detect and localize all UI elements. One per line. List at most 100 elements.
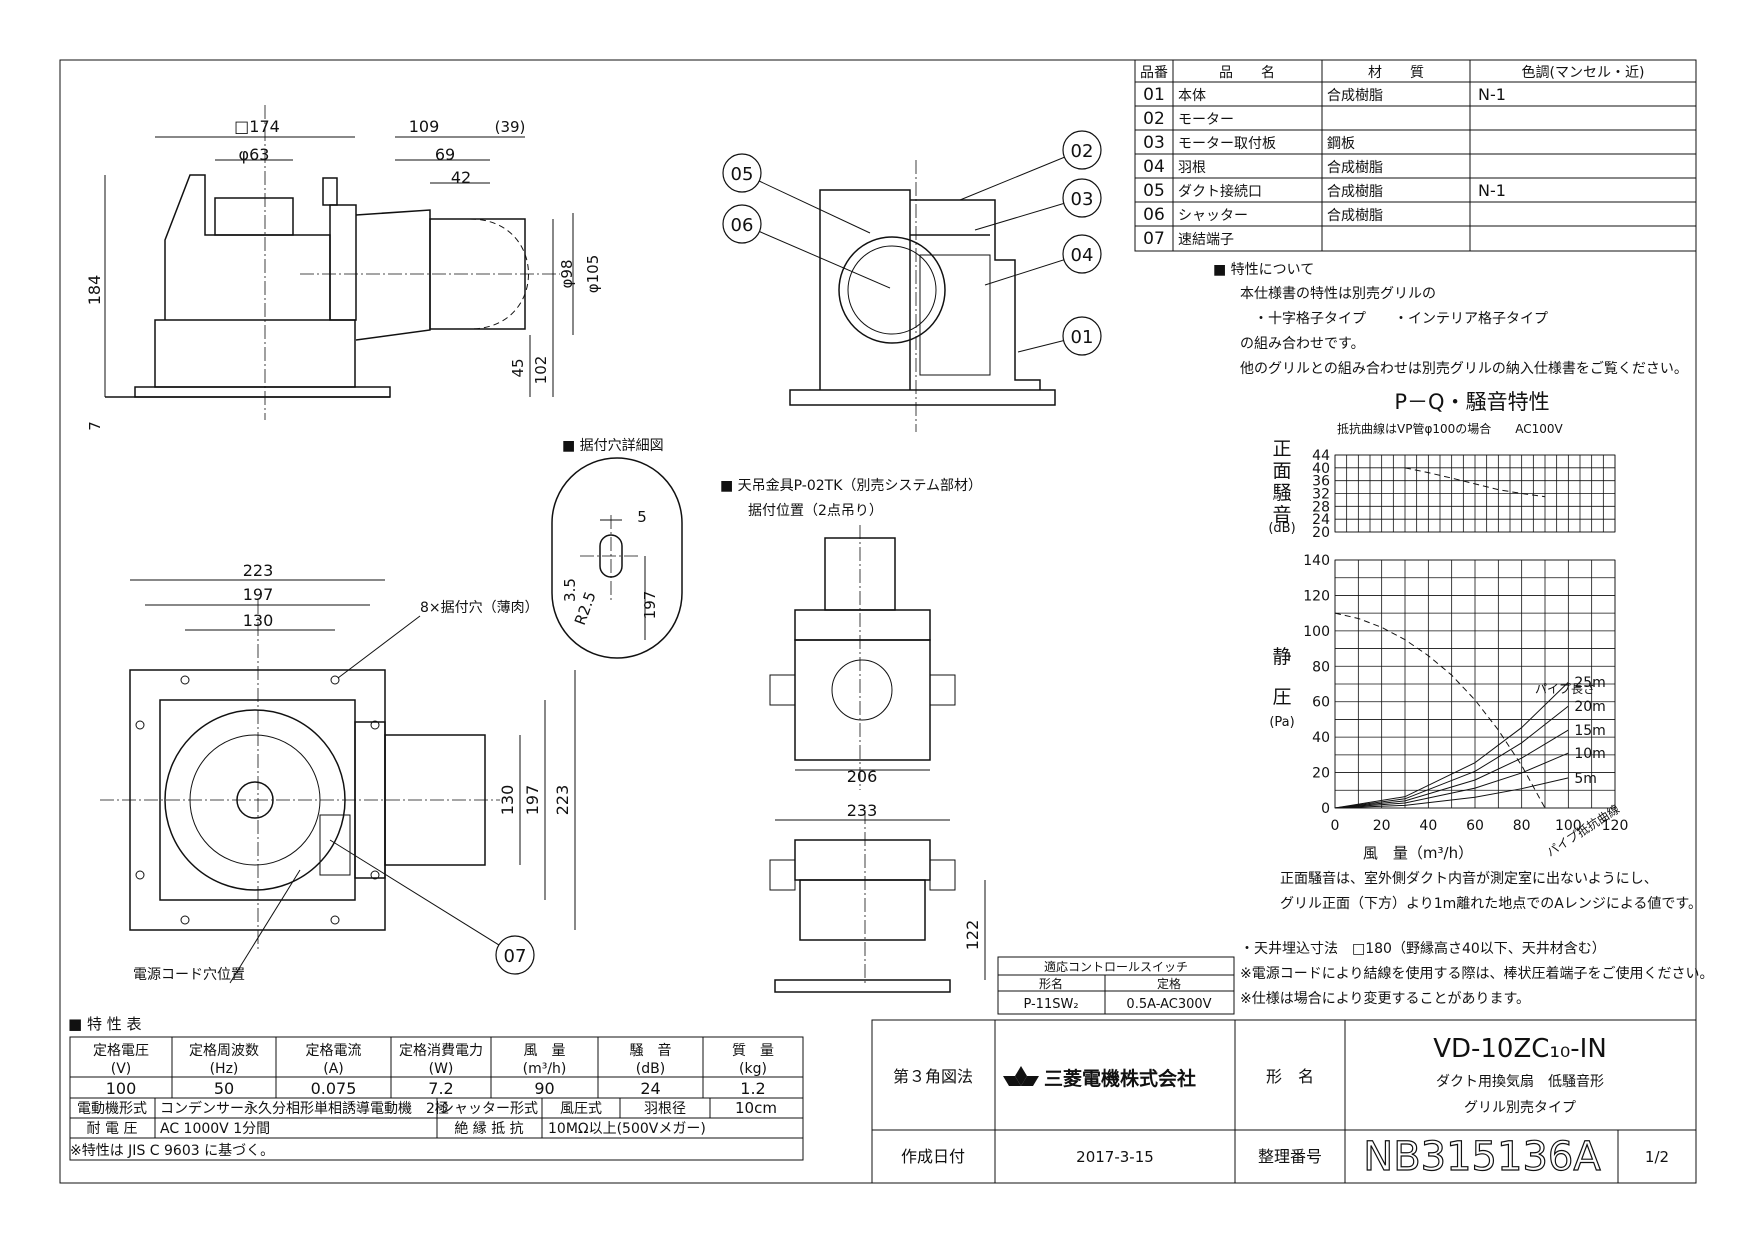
pq-noise-chart: P－Q・騒音特性 抵抗曲線はVP管φ100の場合 AC100V 20242832… <box>1268 390 1628 862</box>
dim-label: φ105 <box>584 255 602 294</box>
parts-row-no: 04 <box>1143 157 1165 177</box>
dim-label: 102 <box>532 356 550 385</box>
parts-row-no: 01 <box>1143 85 1165 105</box>
parts-row-name: モーター取付板 <box>1178 136 1276 152</box>
sheet-frame <box>59 59 1697 1184</box>
callout-label: 05 <box>731 164 754 185</box>
chart-notes: 正面騒音は、室外側ダクト内音が測定室に出ないようにし、 グリル正面（下方）より1… <box>1280 870 1702 912</box>
pq-x-tick: 40 <box>1419 818 1437 834</box>
switch-model: P-11SW₂ <box>1023 997 1078 1012</box>
noise-y-tick: 32 <box>1312 487 1330 503</box>
callout-circle <box>722 153 762 193</box>
date: 2017-3-15 <box>1076 1148 1154 1166</box>
parts-row-color: N-1 <box>1478 85 1506 104</box>
noise-ylabel-char: 騒 <box>1272 482 1291 504</box>
blade-label: 羽根径 <box>644 1101 686 1117</box>
motor-value: コンデンサー永久分相形単相誘導電動機 2極 <box>160 1100 449 1117</box>
chart-subtitle: 抵抗曲線はVP管φ100の場合 AC100V <box>1337 421 1564 436</box>
spec-unit: (Hz) <box>210 1061 239 1077</box>
parts-row-no: 03 <box>1143 133 1165 153</box>
noise-ylabel-char: 正 <box>1272 438 1291 460</box>
dim-label: 197 <box>523 785 542 816</box>
drawing-number: NB315136A <box>1363 1134 1601 1180</box>
notes-line: 本仕様書の特性は別売グリルの <box>1240 286 1436 302</box>
spec-note: ※仕様は場合により変更することがあります。 <box>1240 990 1530 1007</box>
page-number: 1/2 <box>1645 1148 1669 1166</box>
notes-line: 他のグリルとの組み合わせは別売グリルの納入仕様書をご覧ください。 <box>1240 360 1688 377</box>
callout-label: 02 <box>1071 141 1094 162</box>
pq-series-label: 10m <box>1574 746 1605 762</box>
switch-table: 適応コントロールスイッチ 形名 定格 P-11SW₂ 0.5A-AC300V <box>997 956 1235 1015</box>
dim-label: 197 <box>243 585 274 604</box>
model-number: VD-10ZC₁₀-IN <box>1433 1034 1607 1064</box>
x-axis-label: 風 量（m³/h） <box>1363 844 1473 862</box>
pq-x-tick: 0 <box>1331 818 1340 834</box>
noise-y-tick: 40 <box>1312 461 1330 477</box>
insulation-label: 絶 縁 抵 抗 <box>454 1121 523 1137</box>
parts-row-no: 02 <box>1143 109 1165 129</box>
shutter-value: 風圧式 <box>560 1101 602 1117</box>
blade-value: 10cm <box>735 1099 777 1117</box>
switch-header-model: 形名 <box>1039 976 1063 991</box>
parts-row-name: 本体 <box>1178 88 1206 104</box>
dim-label: φ98 <box>558 260 576 289</box>
parts-row-material: 合成樹脂 <box>1327 208 1383 224</box>
insulation-value: 10MΩ以上(500Vメガー) <box>548 1121 706 1137</box>
switch-title: 適応コントロールスイッチ <box>1044 959 1188 974</box>
callout-circle <box>495 935 535 975</box>
dim-label: 69 <box>435 145 455 164</box>
spec-header: 定格電圧 <box>93 1043 149 1059</box>
model-desc1: ダクト用換気扇 低騒音形 <box>1436 1073 1604 1090</box>
switch-rating: 0.5A-AC300V <box>1126 997 1211 1012</box>
pq-y-tick: 20 <box>1312 766 1330 782</box>
spec-value: 0.075 <box>311 1079 357 1098</box>
shutter-label: シャッター形式 <box>440 1101 538 1117</box>
parts-row-name: 速結端子 <box>1178 232 1234 248</box>
pq-resistance-curve <box>1334 777 1569 809</box>
characteristics-notes: ■ 特性について 本仕様書の特性は別売グリルの ・十字格子タイプ ・インテリア格… <box>1213 262 1688 377</box>
company-name: 三菱電機株式会社 <box>1044 1067 1196 1090</box>
spec-unit: (A) <box>323 1061 344 1077</box>
callout-label: 03 <box>1071 189 1094 210</box>
model-desc2: グリル別売タイプ <box>1464 1100 1576 1116</box>
switch-header-rating: 定格 <box>1157 976 1181 991</box>
pq-fan-curve <box>1334 612 1546 809</box>
pq-series-label: 15m <box>1574 723 1605 739</box>
hole-detail: ■ 据付穴詳細図 5 3.5 R2.5 197 <box>551 438 683 659</box>
dim-label: 206 <box>847 767 878 786</box>
pq-resistance-curve <box>1334 752 1569 809</box>
parts-header-color: 色調(マンセル・近) <box>1522 64 1645 81</box>
noise-y-tick: 28 <box>1312 499 1330 515</box>
spec-header: 定格消費電力 <box>399 1043 483 1059</box>
pq-y-tick: 40 <box>1312 730 1330 746</box>
model-label: 形 名 <box>1266 1067 1314 1086</box>
callout-label: 04 <box>1071 245 1094 266</box>
spec-unit: (dB) <box>636 1061 665 1077</box>
pq-y-tick: 100 <box>1303 624 1330 640</box>
pipe-length-label: パイプ長さ <box>1535 682 1595 696</box>
pq-ylabel-char: 圧 <box>1272 686 1291 708</box>
pq-x-tick: 80 <box>1513 818 1531 834</box>
cord-position-label: 電源コード穴位置 <box>133 967 245 983</box>
pq-series-label: 25m <box>1574 675 1605 691</box>
pq-resistance-curve <box>1334 705 1569 809</box>
noise-ylabel-char: 面 <box>1272 460 1291 482</box>
spec-unit: (W) <box>429 1061 454 1077</box>
noise-ylabel-char: 音 <box>1272 504 1291 526</box>
noise-curve <box>1404 467 1546 498</box>
dim-label: 3.5 <box>561 578 579 602</box>
pq-y-tick: 60 <box>1312 695 1330 711</box>
pq-y-tick: 80 <box>1312 659 1330 675</box>
noise-y-tick: 20 <box>1312 525 1330 541</box>
dim-label: φ63 <box>239 145 270 164</box>
motor-label: 電動機形式 <box>77 1101 147 1117</box>
dim-label: 122 <box>963 920 982 951</box>
parts-row-color: N-1 <box>1478 181 1506 200</box>
spec-header: 定格周波数 <box>189 1043 259 1059</box>
title-block: 第３角図法 三菱電機株式会社 形 名 VD-10ZC₁₀-IN ダクト用換気扇 … <box>871 1019 1697 1184</box>
parts-row-no: 07 <box>1143 229 1165 249</box>
side-view: □174 φ63 109 (39) 69 42 184 φ98 φ105 45 … <box>85 105 602 431</box>
